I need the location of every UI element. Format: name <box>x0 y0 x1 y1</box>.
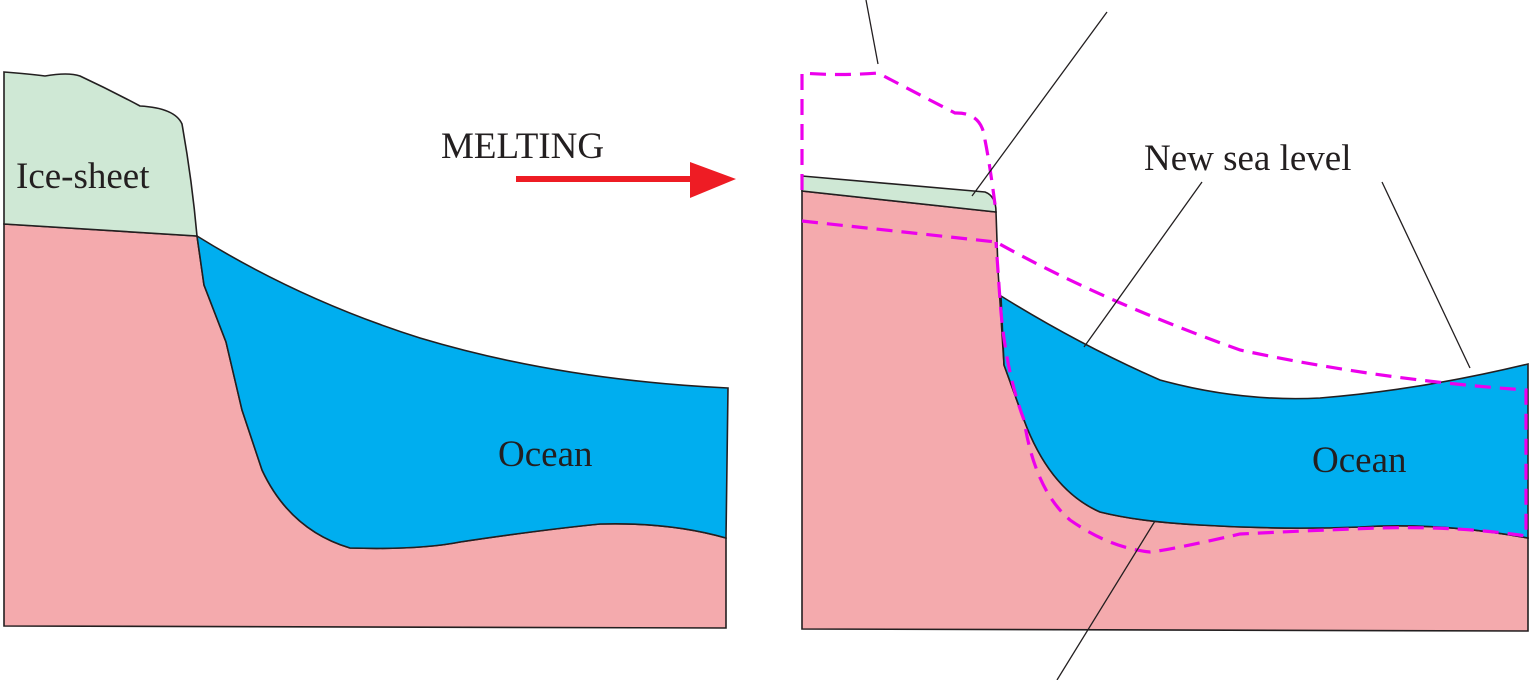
after-melting-panel: New sea level Ocean <box>800 0 1529 680</box>
melting-label: MELTING <box>441 126 604 167</box>
ice-sheet-label: Ice-sheet <box>16 156 150 197</box>
leader-new-sea-level-2 <box>1381 181 1471 369</box>
melting-arrow-icon <box>516 162 736 198</box>
melting-transition: MELTING <box>441 126 736 198</box>
ocean-before-label: Ocean <box>498 434 593 475</box>
leader-former-ice <box>865 0 879 65</box>
former-ice-sheet-outline <box>800 71 998 213</box>
ocean-after-label: Ocean <box>1312 440 1407 481</box>
leader-new-sea-level-1 <box>1083 181 1203 348</box>
ocean-before <box>195 234 729 550</box>
leader-bedrock <box>1056 520 1156 680</box>
former-sea-level-outline <box>801 219 1528 554</box>
ice-sheet <box>3 71 198 237</box>
leader-ice-sheet-melts <box>971 11 1108 197</box>
new-sea-level-label: New sea level <box>1144 138 1352 179</box>
before-melting-panel: Ice-sheet Ocean <box>3 71 729 629</box>
